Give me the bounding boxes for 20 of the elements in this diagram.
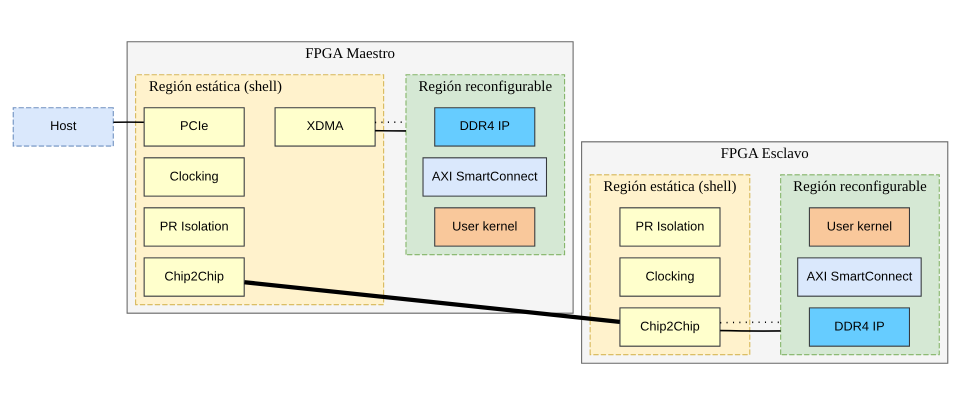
node-box: User kernel xyxy=(434,207,536,247)
connector xyxy=(244,280,620,324)
node-box: Clocking xyxy=(144,157,245,197)
node-box: User kernel xyxy=(808,207,910,247)
node-box: DDR4 IP xyxy=(808,307,910,347)
node-box: XDMA xyxy=(274,107,376,147)
node-box: PR Isolation xyxy=(144,207,245,247)
node-box: AXI SmartConnect xyxy=(797,257,922,297)
node-box: Host xyxy=(12,107,114,147)
node-box: Clocking xyxy=(619,257,721,297)
connector xyxy=(720,330,781,332)
node-box: Chip2Chip xyxy=(144,257,245,297)
node-box: PCIe xyxy=(144,107,245,147)
node-box: AXI SmartConnect xyxy=(422,157,548,197)
connector xyxy=(113,121,144,124)
node-box: PR Isolation xyxy=(619,207,721,247)
node-box: Chip2Chip xyxy=(619,307,721,347)
connector xyxy=(375,130,406,132)
connector xyxy=(720,321,781,324)
node-box: DDR4 IP xyxy=(434,107,536,147)
